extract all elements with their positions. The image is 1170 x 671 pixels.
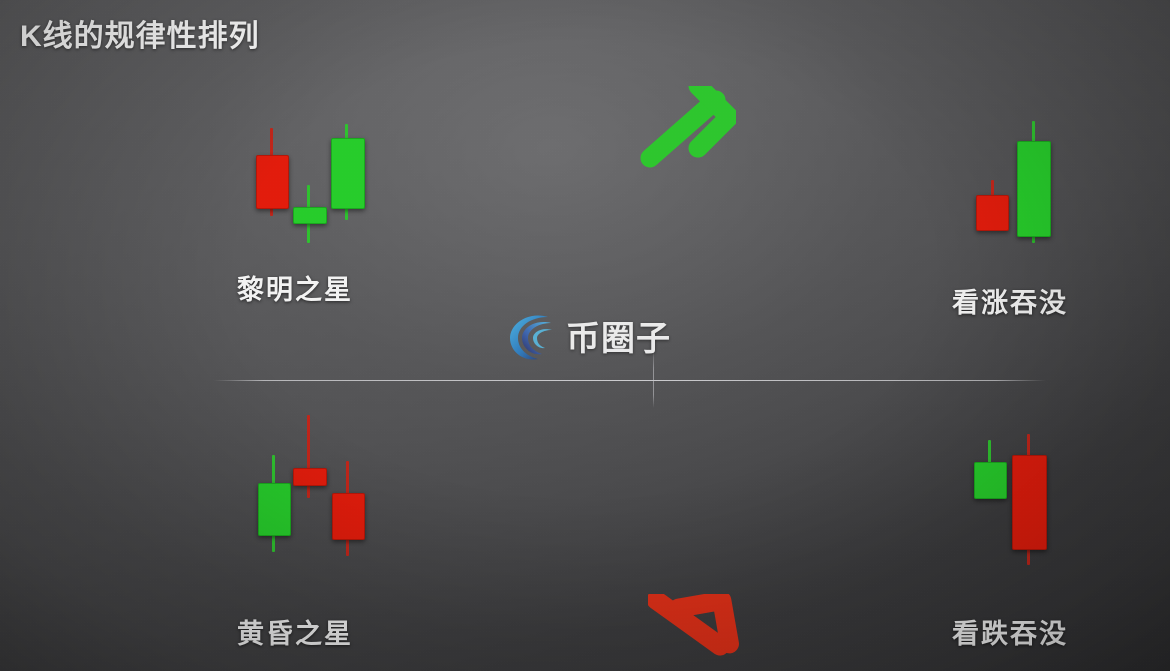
candle-wick (991, 180, 994, 206)
candle-body (332, 493, 365, 540)
candle-body (1012, 455, 1047, 550)
vertical-divider (653, 348, 654, 408)
page-title: K线的规律性排列 (20, 20, 260, 53)
arrow-down-right (646, 590, 744, 662)
pattern-label-bullish-engulfing: 看涨吞没 (952, 288, 1068, 318)
watermark: 币圈子 (504, 308, 671, 369)
arrow-up-right (640, 76, 739, 168)
pattern-label-evening-star: 黄昏之星 (237, 619, 353, 649)
candle-body (293, 207, 327, 224)
candle-body (258, 483, 291, 536)
candle-wick (307, 415, 310, 498)
candle-body (256, 155, 289, 209)
candle-body (293, 468, 327, 486)
horizontal-divider (214, 380, 1046, 381)
pattern-label-morning-star: 黎明之星 (237, 275, 353, 305)
watermark-text: 币圈子 (566, 319, 671, 358)
pattern-label-bearish-engulfing: 看跌吞没 (952, 619, 1068, 649)
spiral-logo (504, 308, 562, 369)
candle-body (976, 195, 1009, 231)
candle-body (974, 462, 1007, 499)
candle-body (1017, 141, 1051, 237)
candle-body (331, 138, 365, 209)
candle-wick (988, 440, 991, 466)
